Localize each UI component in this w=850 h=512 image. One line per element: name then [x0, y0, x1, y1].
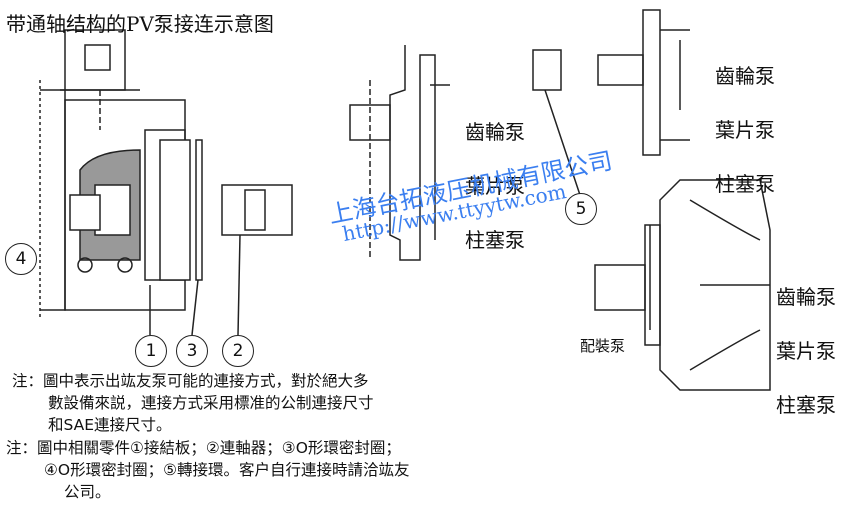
gear-pump-label: 齒輪泵: [776, 285, 836, 309]
gear-pump-label: 齒輪泵: [465, 120, 525, 144]
piston-pump-label: 柱塞泵: [776, 393, 836, 417]
piston-pump-label: 柱塞泵: [465, 228, 525, 252]
note-1: 注：圖中表示出竑友泵可能的連接方式，對於絕大多 數設備來説，連接方式采用標准的公…: [12, 370, 374, 436]
adapter-ring: [532, 49, 562, 91]
middle-flange: [349, 45, 450, 261]
pump-types-middle: 齒輪泵 葉片泵 柱塞泵: [465, 92, 525, 281]
callout-5: 5: [565, 193, 597, 225]
note-1-line: 和SAE連接尺寸。: [48, 416, 172, 434]
top-right-pump: [597, 9, 690, 156]
gear-pump-label: 齒輪泵: [715, 64, 775, 88]
o-ring: [195, 139, 203, 281]
main-pump-section: [39, 29, 191, 335]
vane-pump-label: 葉片泵: [715, 118, 775, 142]
note-1-line: 注：圖中表示出竑友泵可能的連接方式，對於絕大多: [12, 372, 369, 390]
diagram-title: 带通轴结构的PV泵接连示意图: [6, 12, 274, 36]
note-2-line: 公司。: [64, 483, 111, 501]
callout-2: 2: [222, 335, 254, 367]
vane-pump-label: 葉片泵: [776, 339, 836, 363]
pump-types-bottom-right: 齒輪泵 葉片泵 柱塞泵: [776, 257, 836, 446]
mating-pump-label: 配裝泵: [580, 337, 626, 355]
note-2-line: 注：圖中相關零件①接結板；②連軸器；③O形環密封圈；: [6, 439, 401, 457]
callout-4: 4: [5, 243, 37, 275]
note-2-line: ④O形環密封圈；⑤轉接環。客户自行連接時請洽竑友: [44, 461, 410, 479]
coupling: [221, 184, 293, 336]
mating-pump: [594, 179, 771, 391]
vane-pump-label: 葉片泵: [465, 174, 525, 198]
piston-pump-label: 柱塞泵: [715, 172, 775, 196]
pump-types-top-right: 齒輪泵 葉片泵 柱塞泵: [715, 36, 775, 225]
note-2: 注：圖中相關零件①接結板；②連軸器；③O形環密封圈； ④O形環密封圈；⑤轉接環。…: [6, 437, 410, 503]
callout-3: 3: [176, 335, 208, 367]
note-1-line: 數設備來説，連接方式采用標准的公制連接尺寸: [48, 394, 374, 412]
callout-1: 1: [135, 335, 167, 367]
